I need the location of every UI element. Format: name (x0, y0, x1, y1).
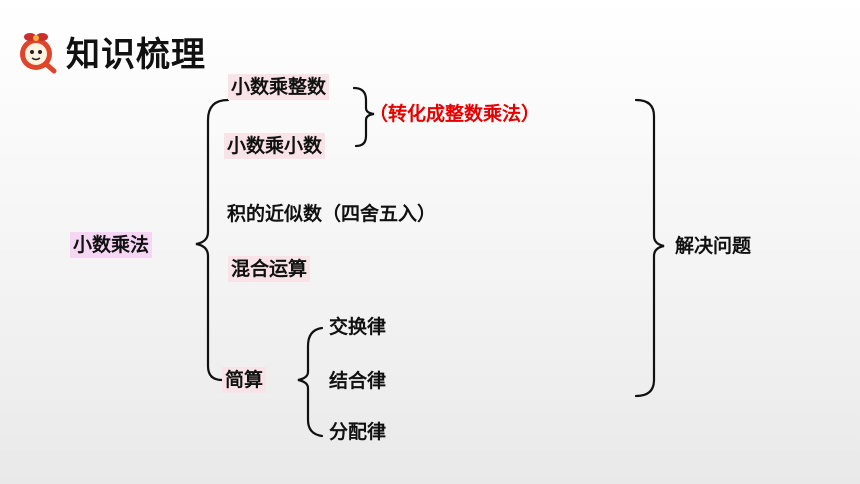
node-simplification: 简算 (222, 367, 267, 393)
node-mixed-operations: 混合运算 (228, 256, 311, 282)
main-brace (195, 98, 230, 382)
conversion-note: （转化成整数乘法） (369, 103, 541, 125)
law-distributive: 分配律 (329, 421, 387, 443)
node-decimal-times-decimal: 小数乘小数 (224, 133, 326, 159)
law-commutative: 交换律 (329, 316, 387, 338)
outcome-node: 解决问题 (675, 235, 752, 257)
conversion-brace (352, 86, 375, 148)
q-mascot-icon (14, 28, 60, 74)
law-associative: 结合律 (329, 370, 387, 392)
node-decimal-times-integer: 小数乘整数 (228, 74, 330, 100)
outcome-brace (634, 98, 665, 398)
node-approximate-product: 积的近似数（四舍五入） (227, 203, 437, 225)
page-header: 知识梳理 (14, 26, 206, 76)
laws-brace (297, 326, 324, 438)
page-title: 知识梳理 (66, 34, 206, 75)
root-node: 小数乘法 (70, 232, 153, 258)
